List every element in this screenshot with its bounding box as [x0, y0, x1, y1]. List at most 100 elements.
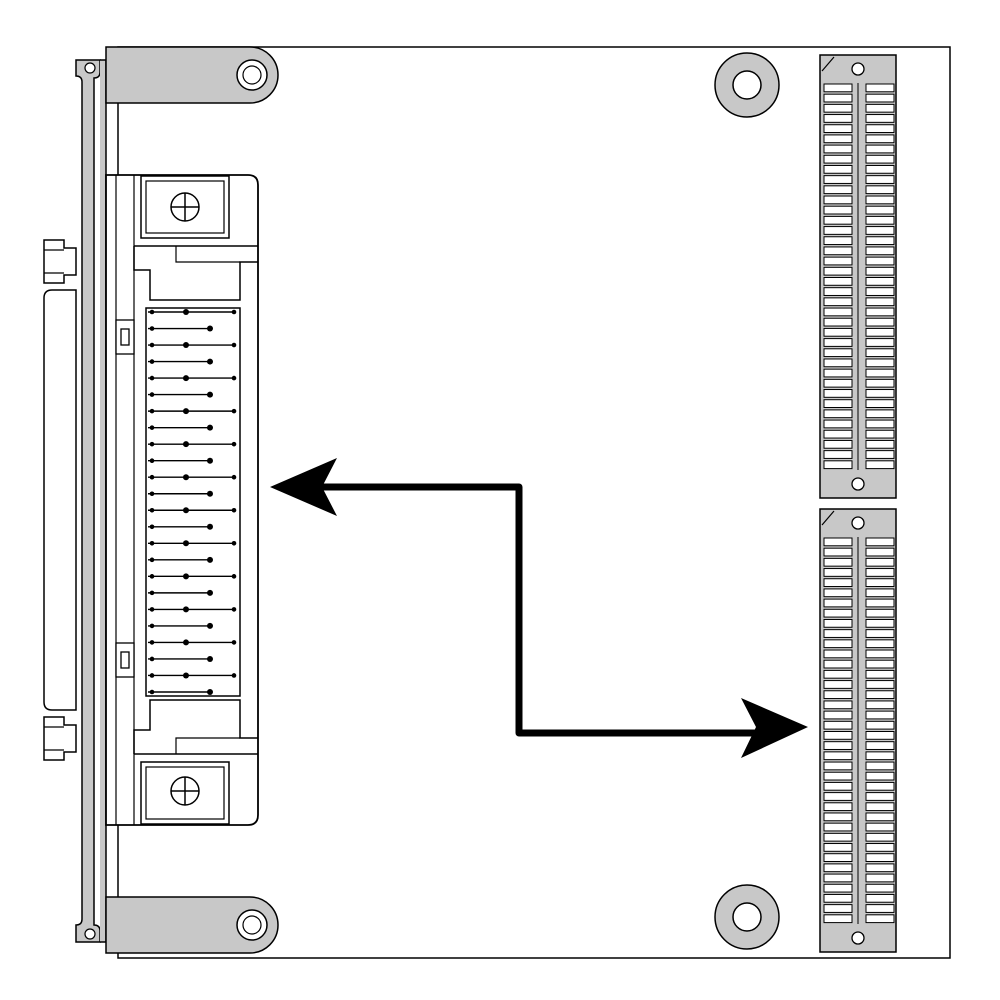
edge-contact: [865, 144, 895, 154]
connector-pin: [148, 408, 237, 415]
arrow-head-left-icon: [270, 458, 337, 516]
edge-contact: [865, 205, 895, 215]
edge-contact: [823, 731, 853, 740]
front-panel-bracket: [75, 59, 107, 943]
edge-contact: [865, 175, 895, 184]
edge-contact: [823, 277, 853, 286]
connector-pin: [148, 490, 213, 497]
edge-contact: [823, 307, 853, 317]
connector-pin: [148, 655, 213, 662]
edge-contact: [865, 409, 895, 419]
edge-contact: [865, 741, 895, 750]
edge-contact: [865, 547, 895, 557]
edge-contact: [823, 578, 853, 588]
edge-contact: [865, 439, 895, 449]
edge-contact: [823, 368, 853, 378]
edge-contact: [823, 883, 853, 893]
edge-contact: [823, 429, 853, 439]
edge-contact: [823, 215, 853, 225]
edge-contact: [823, 669, 853, 679]
edge-contact: [865, 103, 895, 113]
edge-contact: [865, 751, 895, 761]
edge-contact: [865, 588, 895, 598]
edge-contact: [865, 215, 895, 225]
edge-contact: [823, 266, 853, 276]
connector-pin: [148, 589, 213, 596]
edge-contact: [865, 287, 895, 296]
edge-contact: [865, 904, 895, 913]
connector-pin: [148, 309, 237, 315]
edge-contact: [865, 327, 895, 337]
edge-contact: [823, 557, 853, 567]
edge-contact: [865, 226, 895, 235]
edge-contact: [865, 690, 895, 700]
edge-contact: [823, 389, 853, 398]
edge-contact: [865, 893, 895, 903]
connector-pin: [148, 358, 213, 365]
edge-contact: [823, 873, 853, 883]
latch-upper: [43, 239, 77, 284]
connector-pin-field: [148, 309, 237, 695]
edge-contact: [823, 608, 853, 618]
edge-contact: [865, 358, 895, 368]
edge-contact: [823, 822, 853, 832]
edge-contact: [865, 639, 895, 649]
edge-contact: [823, 792, 853, 801]
connector-pin: [148, 556, 213, 563]
edge-contact: [865, 154, 895, 164]
edge-contact: [865, 914, 895, 924]
edge-connector-hole-icon: [851, 516, 865, 530]
connector-pin: [148, 342, 237, 349]
edge-contact: [865, 832, 895, 842]
edge-contact: [823, 588, 853, 598]
edge-contact: [823, 114, 853, 123]
edge-contact: [823, 297, 853, 307]
top-mounting-tab: [105, 46, 279, 104]
edge-contact: [823, 812, 853, 822]
edge-contact: [823, 547, 853, 557]
front-connector: [105, 174, 259, 826]
edge-connector-upper: [819, 54, 897, 499]
edge-contact: [823, 537, 853, 547]
edge-contact: [823, 761, 853, 771]
edge-contact: [865, 297, 895, 307]
edge-contact: [823, 843, 853, 852]
edge-contact: [865, 883, 895, 893]
edge-contact: [865, 266, 895, 276]
edge-contact: [865, 669, 895, 679]
edge-contact: [823, 246, 853, 256]
connector-pin: [148, 325, 213, 332]
edge-contact: [865, 700, 895, 710]
edge-contact: [823, 568, 853, 577]
edge-connector-lower: [819, 508, 897, 953]
edge-contact: [823, 409, 853, 419]
edge-contact: [865, 812, 895, 822]
edge-contact: [823, 134, 853, 144]
edge-contact: [823, 832, 853, 842]
edge-contact: [823, 439, 853, 449]
edge-contact: [823, 853, 853, 862]
edge-contact: [865, 378, 895, 388]
connector-pin: [148, 672, 237, 679]
connector-pin: [148, 689, 213, 695]
edge-contact: [823, 236, 853, 246]
arrow-line: [314, 483, 762, 737]
edge-contact: [865, 368, 895, 378]
edge-contact: [865, 124, 895, 134]
edge-contact: [865, 256, 895, 266]
edge-contact: [823, 639, 853, 649]
edge-contact: [865, 731, 895, 740]
edge-contact: [865, 568, 895, 577]
edge-connector-hole-icon: [851, 931, 865, 945]
edge-contact: [823, 317, 853, 327]
edge-contact: [865, 608, 895, 618]
edge-contact: [865, 450, 895, 459]
edge-contact: [865, 307, 895, 317]
edge-contact: [823, 124, 853, 134]
edge-contact: [823, 154, 853, 164]
edge-contact: [865, 83, 895, 93]
edge-contact: [865, 598, 895, 608]
edge-contact: [865, 195, 895, 205]
edge-contact: [823, 205, 853, 215]
connector-pin: [148, 375, 237, 382]
